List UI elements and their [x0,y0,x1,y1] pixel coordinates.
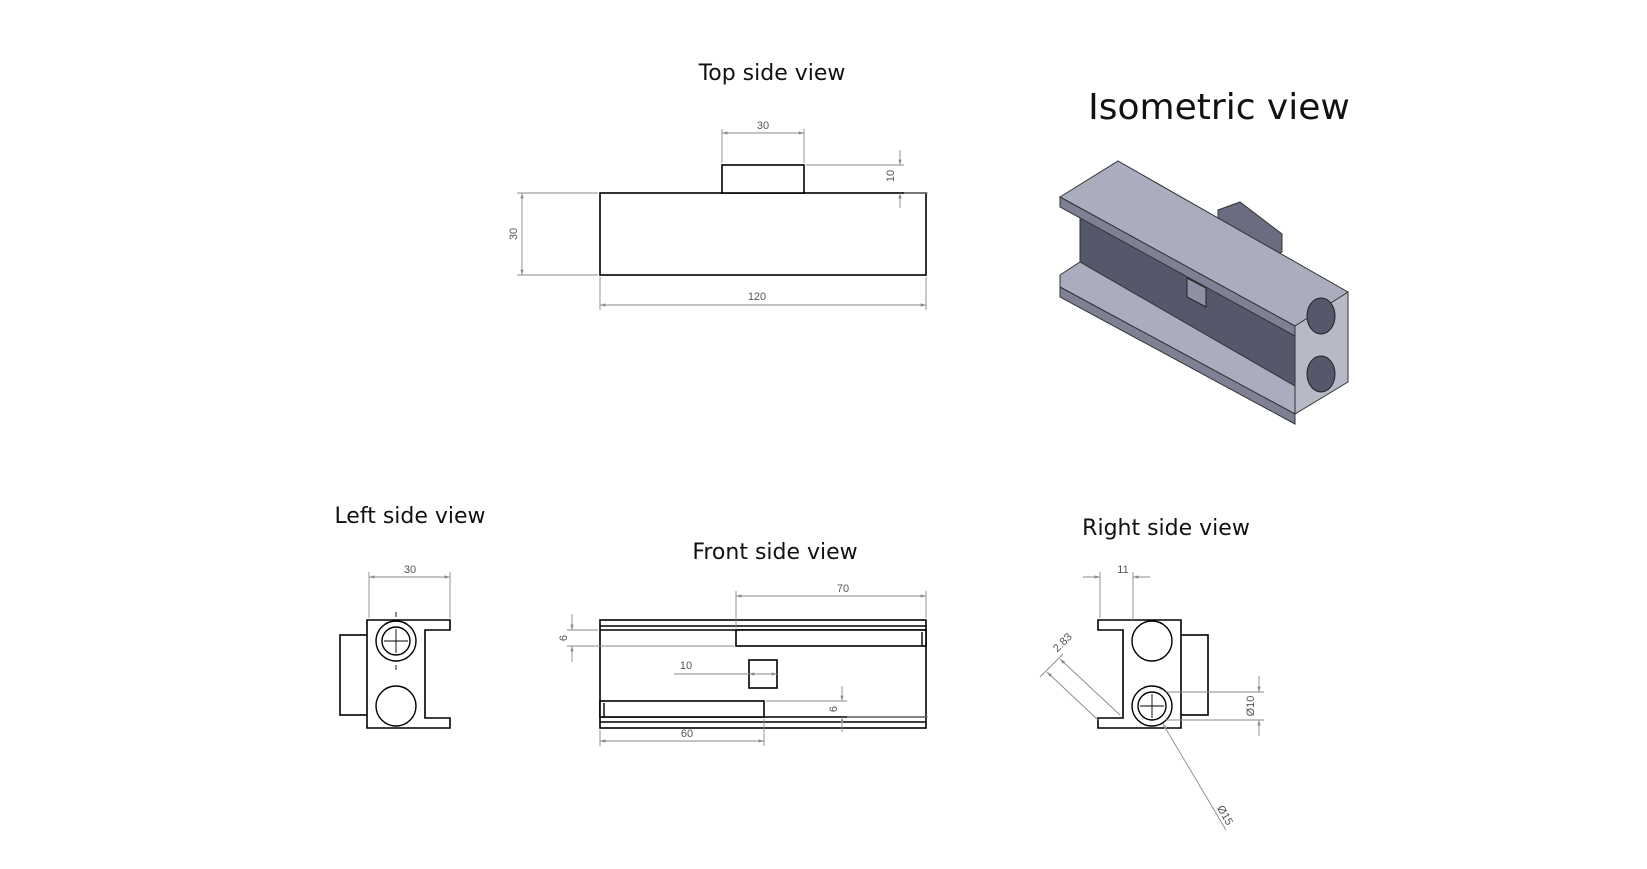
dim-right-counterbore: Ø15 [1162,723,1235,831]
left-lower-hole [375,685,417,727]
left-body-outline [366,619,451,729]
right-counterbore [1131,685,1173,727]
dim-top-length: 120 [599,277,927,310]
dim-top-height: 30 [508,192,598,276]
left-boss-outline [339,634,369,716]
front-side-view: Front side view 70 6 1 [558,540,928,746]
right-body-outline [1097,619,1182,729]
right-upper-hole [1131,620,1173,662]
dim-left-width: 30 [368,564,451,618]
isometric-view-title: Isometric view [1088,87,1350,128]
iso-hole-upper [1306,297,1336,335]
dim-label: 6 [558,635,570,641]
left-bore [381,626,411,656]
top-view-title: Top side view [698,61,846,86]
front-upper-slot [735,629,927,647]
right-bore [1137,691,1167,721]
dim-label: 30 [508,228,520,240]
dim-label: 11 [1117,564,1128,576]
front-lower-slot [599,700,765,718]
dim-top-boss-width: 30 [721,120,805,163]
dim-right-chamfer: 2.83 [1039,631,1121,721]
right-side-view: Right side view 11 2.83 [1039,516,1264,831]
dim-front-lower-slot-depth: 6 [766,686,928,732]
top-body-outline [599,192,927,276]
iso-hole-lower [1306,355,1336,393]
left-side-view: Left side view 30 [334,504,486,729]
dim-front-window: 10 [674,660,777,676]
left-view-title: Left side view [334,504,485,529]
iso-window [1186,277,1207,308]
dim-front-upper-slot-length: 70 [735,583,927,628]
left-counterbore [375,620,417,662]
dim-label: 30 [404,564,416,576]
dim-label: 30 [757,120,769,132]
dim-right-bore: Ø10 [1166,676,1264,736]
dim-front-lower-slot-length: 60 [599,719,765,746]
dim-label: 2.83 [1051,631,1075,655]
dim-label: 70 [837,583,849,595]
dim-label: 120 [748,291,766,303]
dim-label: 10 [885,170,897,182]
top-boss-outline [721,164,805,194]
right-view-title: Right side view [1082,516,1250,541]
front-view-title: Front side view [692,540,857,565]
dim-label: 6 [828,706,840,712]
top-side-view: Top side view 30 10 30 [508,61,928,310]
dim-label: Ø10 [1245,696,1257,717]
dim-front-upper-slot-depth: 6 [558,614,734,662]
dim-top-boss-height: 10 [806,150,928,208]
isometric-view: Isometric view [1059,87,1350,425]
dim-right-offset: 11 [1083,564,1150,620]
iso-bottom-flange-edge [1059,286,1296,425]
dim-label: 60 [681,728,693,740]
right-boss-outline [1179,634,1209,716]
dim-label: 10 [680,660,692,672]
